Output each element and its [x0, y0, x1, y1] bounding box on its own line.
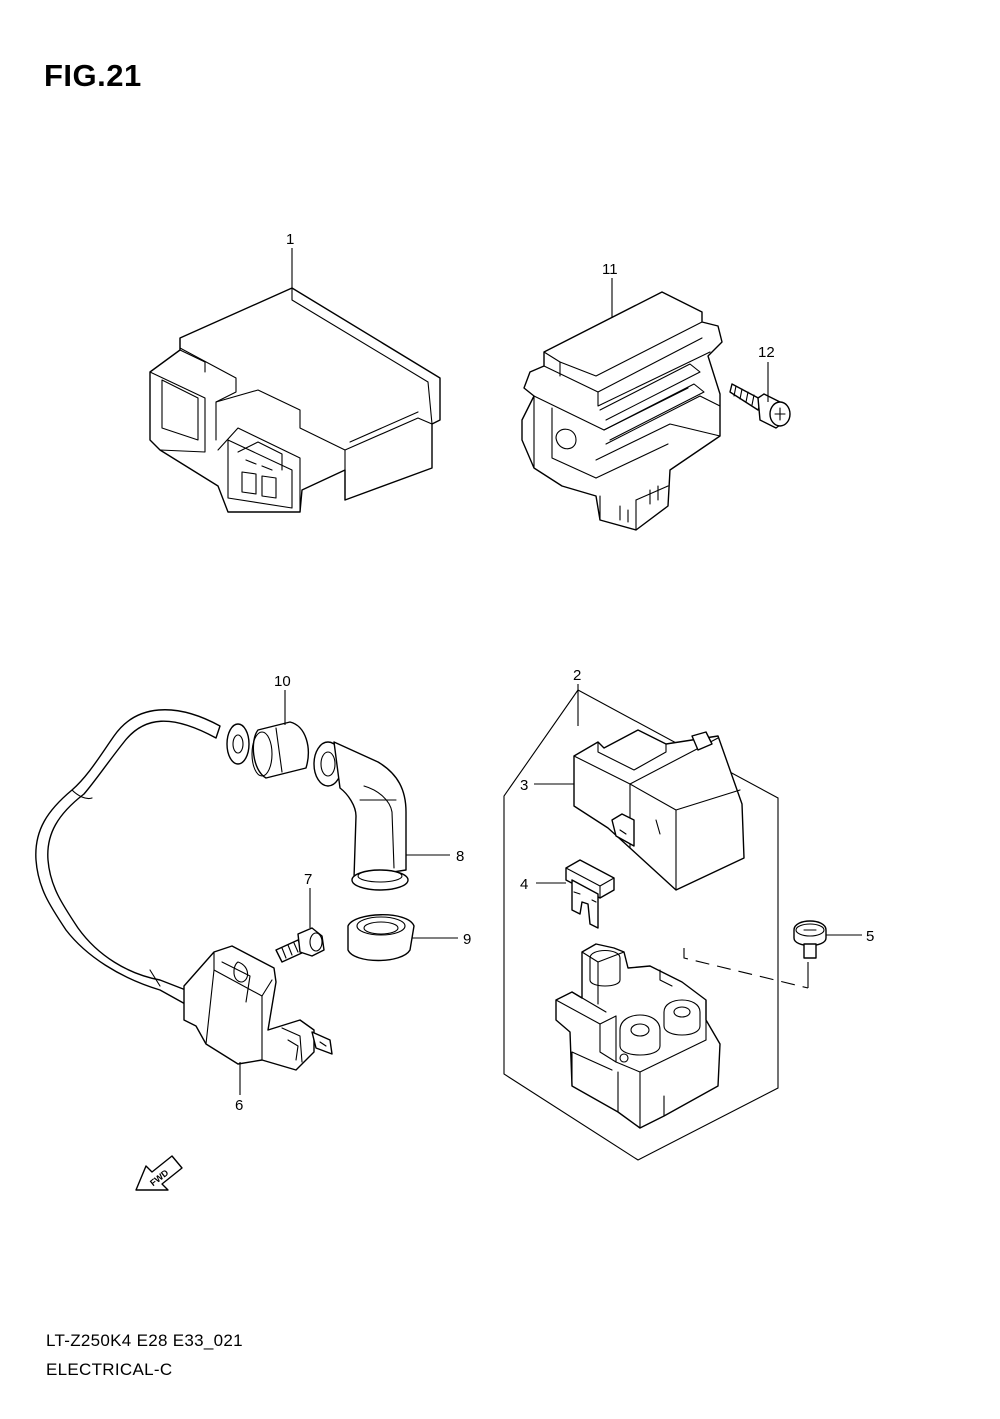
- part-7-bolt[interactable]: [275, 927, 325, 963]
- callout-5: 5: [866, 928, 874, 945]
- part-10-plug-cap[interactable]: [226, 721, 309, 779]
- callout-3: 3: [520, 777, 528, 794]
- screw-install-line: [683, 948, 809, 989]
- callout-1: 1: [286, 231, 294, 248]
- part-3-relay-cover[interactable]: [573, 729, 745, 891]
- part-11-regulator-rectifier[interactable]: [521, 291, 723, 531]
- part-5-screw[interactable]: [793, 920, 827, 959]
- callout-9: 9: [463, 931, 471, 948]
- callout-7: 7: [304, 871, 312, 888]
- callout-12: 12: [758, 344, 775, 361]
- part-8-spark-plug-cap[interactable]: [313, 741, 409, 891]
- relay-group-outline: [503, 689, 779, 1161]
- starter-relay-body[interactable]: [555, 943, 721, 1129]
- callout-10: 10: [274, 673, 291, 690]
- section-name: ELECTRICAL-C: [46, 1360, 173, 1379]
- callout-8: 8: [456, 848, 464, 865]
- part-12-bolt[interactable]: [729, 383, 791, 429]
- part-6-ignition-coil[interactable]: [35, 709, 333, 1071]
- callout-2: 2: [573, 667, 581, 684]
- callout-11: 11: [602, 261, 618, 278]
- part-1-cdi-unit[interactable]: [149, 287, 441, 513]
- fwd-arrow-icon: FWD: [135, 1155, 183, 1191]
- callout-6: 6: [235, 1097, 243, 1114]
- drawing-code: LT-Z250K4 E28 E33_021: [46, 1331, 243, 1350]
- part-4-fuse[interactable]: [565, 859, 615, 929]
- callout-4: 4: [520, 876, 528, 893]
- part-9-grommet[interactable]: [347, 914, 415, 962]
- figure-title: FIG.21: [44, 58, 142, 93]
